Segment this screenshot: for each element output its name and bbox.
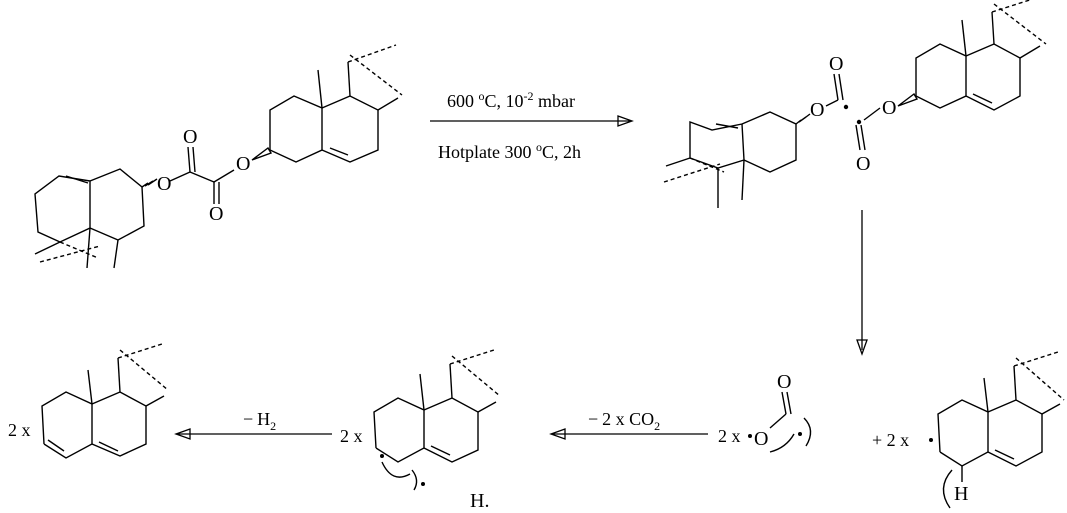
atom-o-bir-carbonyl1: O [829, 53, 843, 75]
atom-o-bir-left: O [810, 99, 824, 121]
atom-o-carboxyl-carbonyl: O [777, 371, 791, 393]
oxalate-biradical: O O O O [663, 0, 1047, 208]
label-co2-loss: −2 x CO2 [588, 409, 660, 433]
atom-o-right: O [236, 153, 250, 175]
steroid-radical: H [929, 351, 1065, 509]
atom-o-carbonyl1: O [183, 126, 197, 148]
arrow-co2-loss [549, 428, 708, 440]
multiplier-product: 2 x [8, 420, 31, 440]
arrow-down [856, 210, 868, 356]
atom-h-radical: H. [470, 490, 489, 512]
starting-oxalate-diester: O O O O [34, 44, 403, 269]
atom-o-bir-right: O [882, 97, 896, 119]
atom-o-carbonyl2: O [209, 203, 223, 225]
atom-o-left: O [157, 173, 171, 195]
carboxyl-radical: O O [748, 371, 812, 453]
multiplier-steroid-radical: + 2 x [872, 430, 909, 450]
diene-product [41, 343, 169, 459]
atom-o-carboxyl: O [754, 428, 768, 450]
arrow-step1 [430, 115, 634, 127]
multiplier-intermediate: 2 x [340, 426, 363, 446]
radical-intermediate [373, 349, 501, 491]
condition-pyrolysis: 600 oC, 10-2 mbar [447, 89, 575, 111]
arrow-h2-loss [174, 428, 332, 440]
multiplier-carboxyl: 2 x [718, 426, 741, 446]
condition-hotplate: Hotplate 300 oC, 2h [438, 140, 581, 162]
atom-h-steroid: H [954, 483, 968, 505]
label-h2-loss: −H2 [243, 409, 276, 433]
atom-o-bir-carbonyl2: O [856, 153, 870, 175]
